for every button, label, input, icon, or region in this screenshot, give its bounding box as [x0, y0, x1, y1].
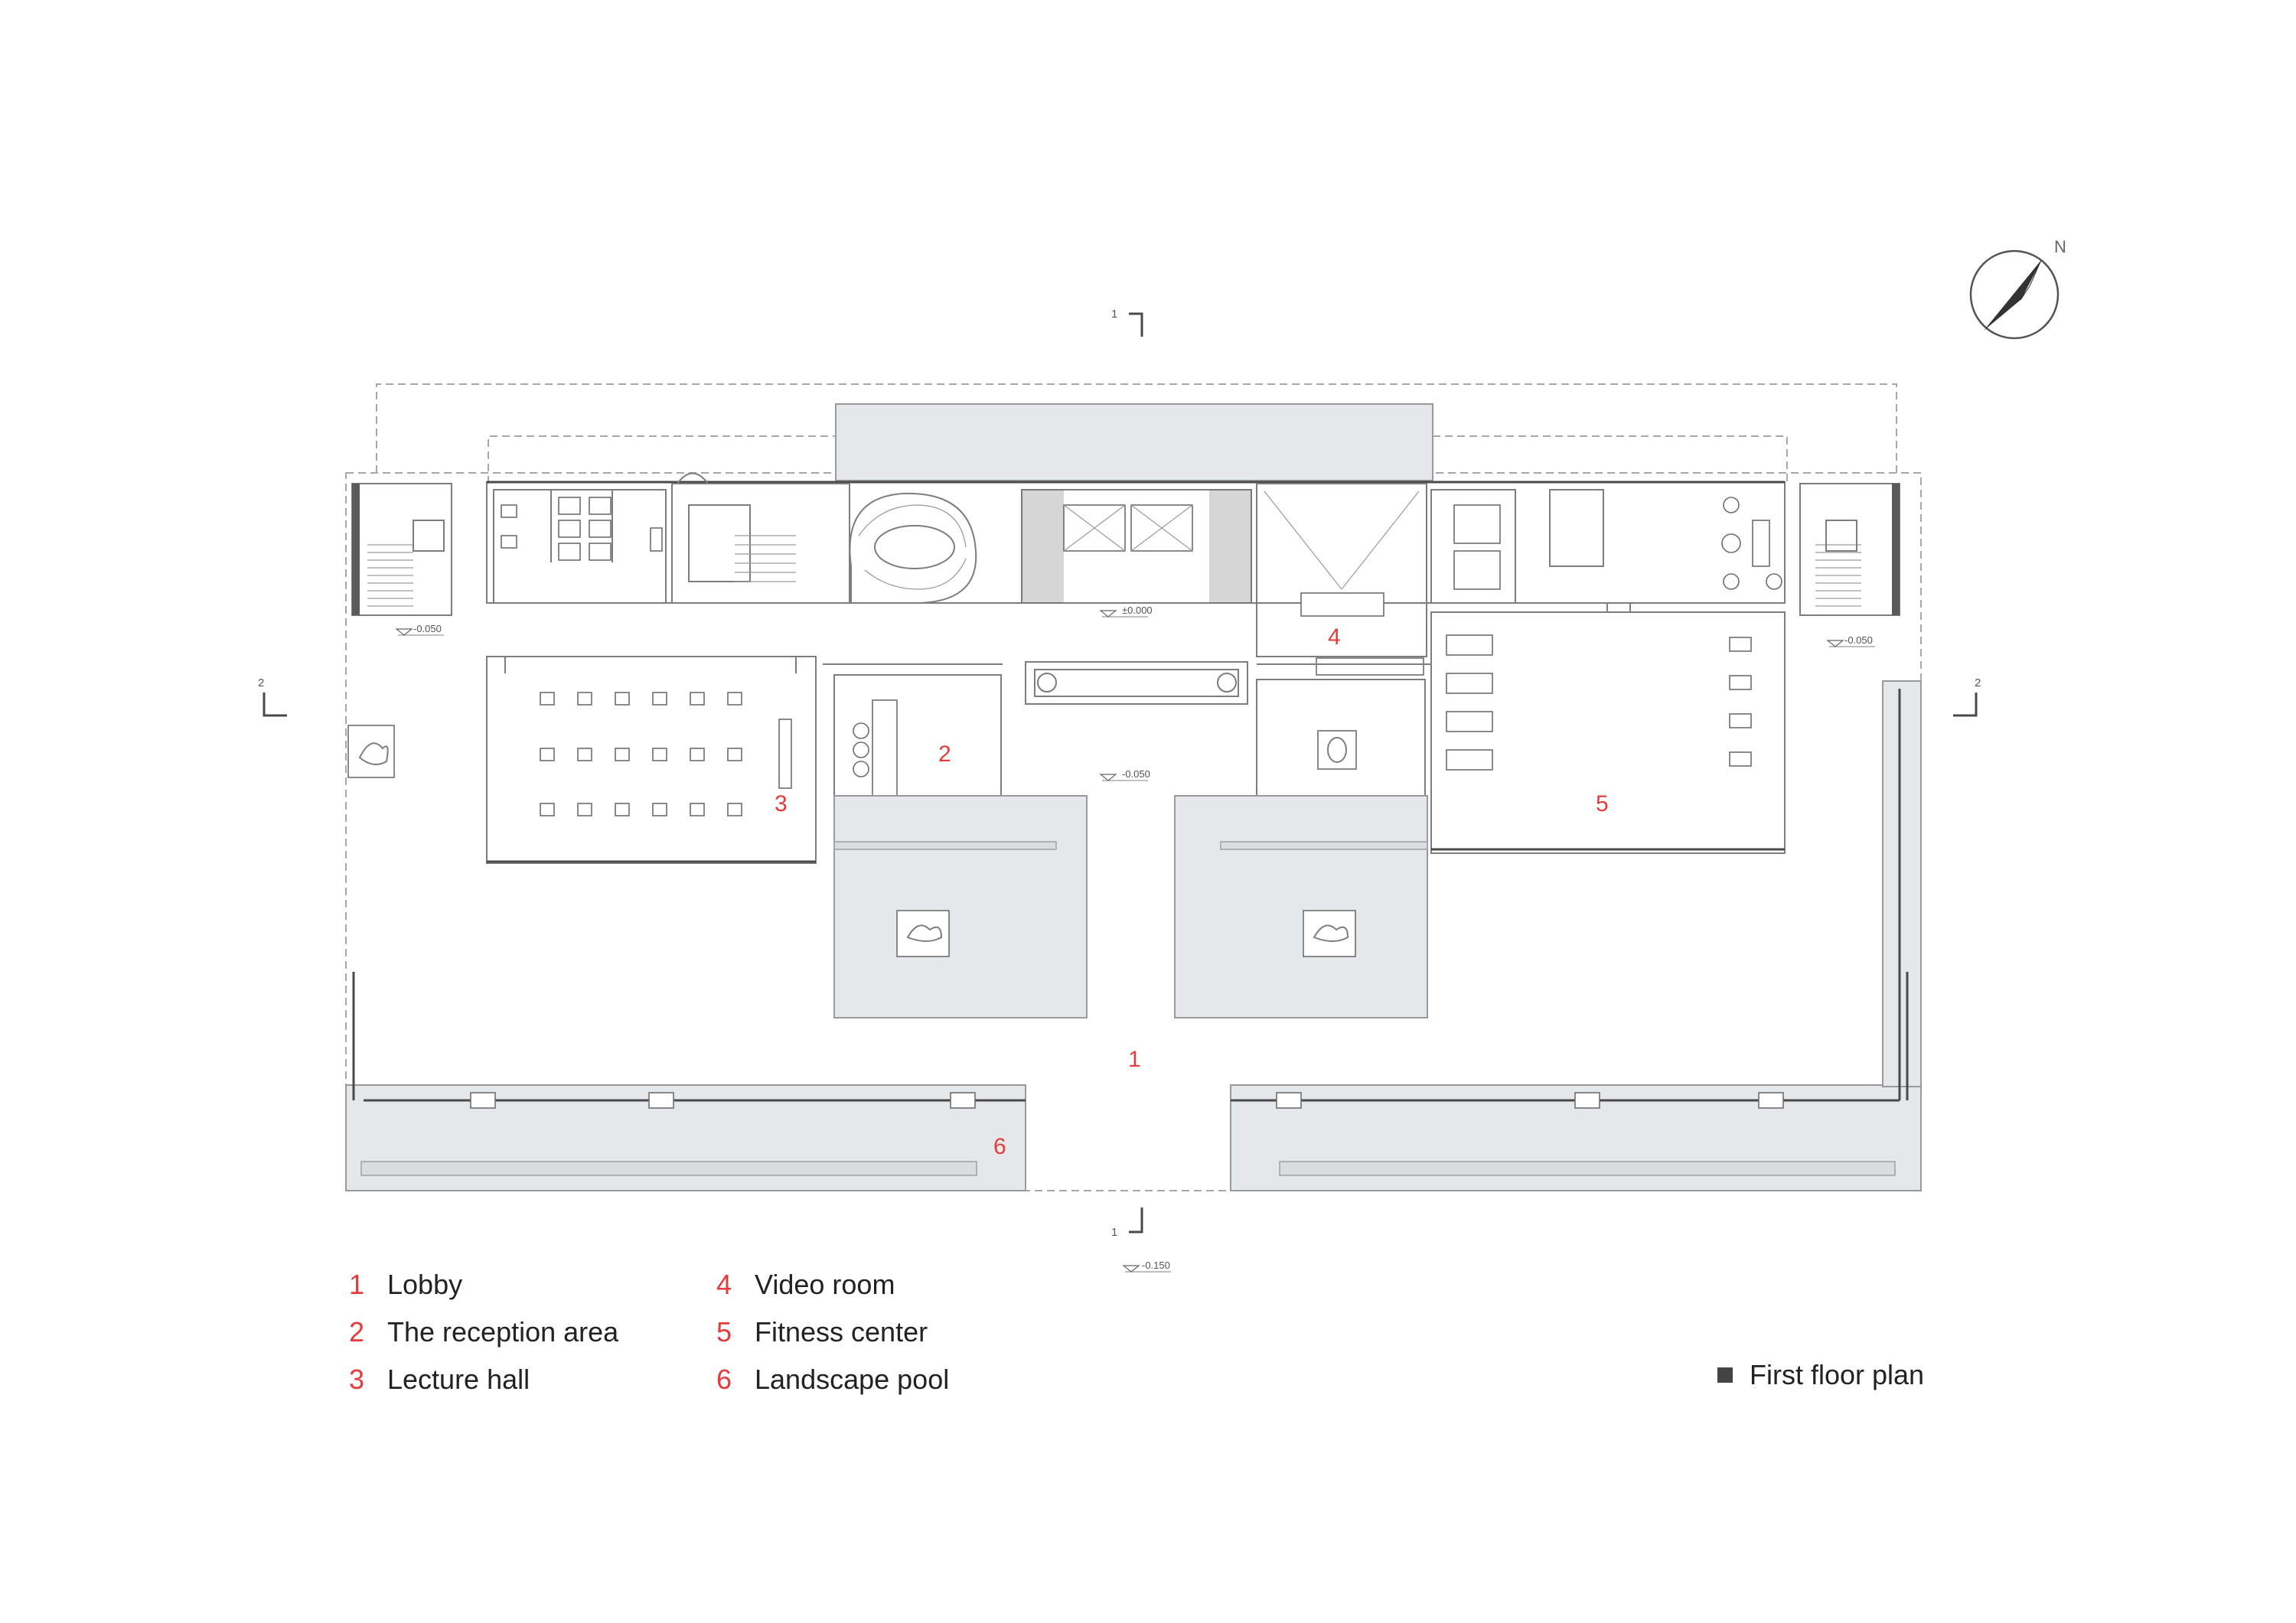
- room-number-reception: 2: [938, 741, 951, 767]
- section-mark-left: 2: [258, 676, 287, 717]
- svg-text:2: 2: [258, 676, 264, 689]
- svg-text:2: 2: [1975, 676, 1981, 689]
- room-number-fitness: 5: [1596, 791, 1609, 816]
- section-mark-top: 1: [1111, 308, 1143, 337]
- canopy: [835, 403, 1433, 481]
- restrooms-west: [493, 489, 667, 604]
- level-marker-east: -0.050: [1826, 634, 1875, 647]
- fitness-center: [1430, 611, 1786, 851]
- fitness-lounge: [1721, 497, 1782, 590]
- lecture-desks: [540, 692, 792, 816]
- level-marker-core: ±0.000: [1099, 605, 1153, 618]
- svg-text:1: 1: [1111, 1226, 1117, 1239]
- north-arrow-icon: N: [1969, 237, 2066, 340]
- core-stair: [671, 472, 850, 604]
- svg-text:-0.050: -0.050: [1122, 768, 1150, 780]
- room-number-pool: 6: [993, 1134, 1006, 1159]
- elevator-core: [1021, 489, 1252, 604]
- video-lower-room: [1256, 663, 1431, 829]
- level-marker-bottom: -0.150: [1122, 1260, 1171, 1273]
- north-label: N: [2054, 237, 2066, 256]
- lecture-hall: [486, 656, 817, 863]
- room-number-lecture: 3: [775, 791, 788, 816]
- room-number-video: 4: [1328, 624, 1341, 650]
- svg-text:-0.050: -0.050: [1844, 634, 1873, 646]
- restrooms-east: [1430, 489, 1631, 613]
- central-counter: [1025, 661, 1248, 705]
- section-mark-bottom: 1: [1111, 1207, 1143, 1239]
- plan-title: First floor plan: [1717, 1359, 1924, 1391]
- video-room: [1256, 483, 1427, 676]
- courtyard-pools: [833, 795, 1428, 1018]
- section-mark-right: 2: [1953, 676, 1981, 717]
- svg-text:-0.150: -0.150: [1142, 1260, 1170, 1271]
- svg-text:±0.000: ±0.000: [1122, 605, 1153, 616]
- room-number-lobby: 1: [1128, 1047, 1141, 1072]
- svg-text:1: 1: [1111, 308, 1117, 321]
- level-marker-west: -0.050: [395, 623, 444, 636]
- west-feature: [347, 725, 395, 778]
- level-marker-center: -0.050: [1099, 768, 1150, 781]
- landscape-pool: [345, 680, 1922, 1191]
- svg-text:-0.050: -0.050: [413, 623, 442, 634]
- square-bullet-icon: [1717, 1367, 1733, 1383]
- west-stair: [351, 483, 452, 616]
- east-stair: [1799, 483, 1900, 616]
- spiral-stair: [849, 492, 977, 605]
